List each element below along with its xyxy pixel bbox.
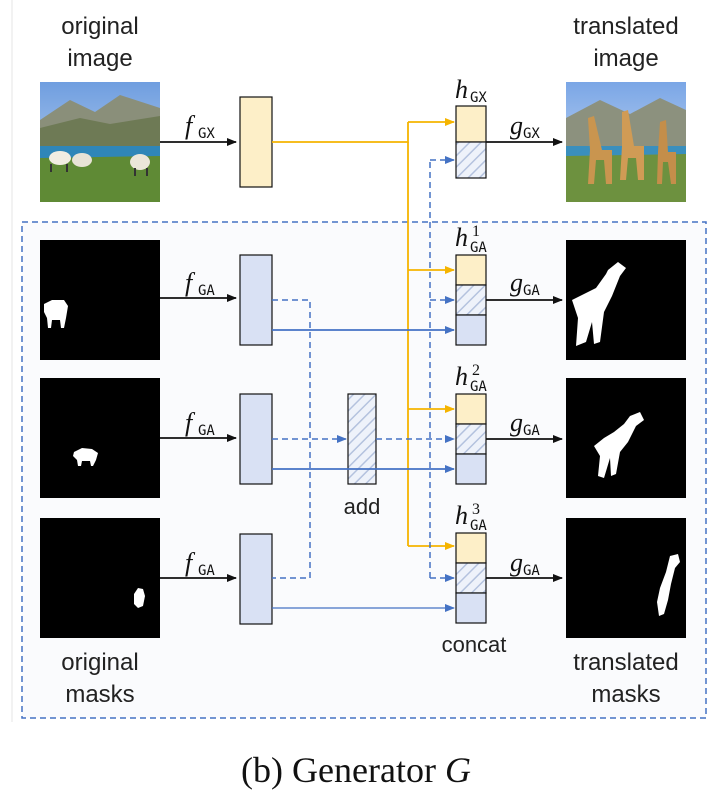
svg-text:(b) Generator G: (b) Generator G [241,750,471,790]
f-gx-label: f GX [185,111,215,142]
svg-text:GX: GX [470,90,487,106]
svg-text:f: f [185,111,196,140]
svg-text:GA: GA [470,379,487,395]
svg-text:GX: GX [523,126,540,142]
svg-text:h: h [455,223,468,252]
encoder-feature-mask-2 [239,393,273,485]
g-ga-label-1: g GA [510,268,540,299]
h-ga3-stack [455,532,487,624]
svg-text:GA: GA [523,283,540,299]
svg-text:GA: GA [198,423,215,439]
original-mask-1 [40,240,160,360]
svg-text:g: g [510,111,523,140]
h-ga2-label: h 2 GA [455,362,487,395]
svg-text:GA: GA [470,240,487,256]
svg-text:2: 2 [472,362,480,379]
svg-text:GA: GA [523,563,540,579]
original-image-label-line2: image [67,45,132,72]
original-mask-2 [40,378,160,498]
original-mask-3 [40,518,160,638]
encoder-feature-image [239,96,273,188]
svg-text:h: h [455,75,468,104]
svg-text:GA: GA [198,283,215,299]
svg-text:h: h [455,362,468,391]
f-ga-label-2: f GA [185,408,215,439]
translated-masks-label-line2: masks [591,681,660,708]
original-masks-label-line2: masks [65,681,134,708]
h-ga1-stack [455,254,487,346]
add-label: add [344,494,381,519]
svg-text:f: f [185,268,196,297]
translated-image-thumbnail [566,82,686,202]
translated-mask-3 [566,518,686,638]
g-gx-label: g GX [510,111,540,142]
blue-solid-lines [272,326,455,612]
original-image-label-line1: original [61,13,138,40]
svg-text:f: f [185,408,196,437]
original-image-thumbnail [40,82,160,202]
encoder-feature-mask-3 [239,533,273,625]
g-ga-label-2: g GA [510,408,540,439]
concat-label: concat [442,632,507,657]
h-ga3-label: h 3 GA [455,501,487,534]
svg-text:GX: GX [198,126,215,142]
svg-text:f: f [185,548,196,577]
svg-text:3: 3 [472,501,480,518]
translated-masks-label-line1: translated [573,649,678,676]
yellow-image-feature-lines [272,118,455,550]
encoder-feature-mask-1 [239,254,273,346]
g-ga-label-3: g GA [510,548,540,579]
figure-caption: (b) Generator G [241,750,471,790]
svg-text:g: g [510,548,523,577]
translated-mask-2 [566,378,686,498]
translated-image-label-line1: translated [573,13,678,40]
add-block [347,393,377,485]
h-ga2-stack [455,393,487,485]
translated-image-label-line2: image [593,45,658,72]
svg-text:GA: GA [523,423,540,439]
h-ga1-label: h 1 GA [455,223,487,256]
svg-text:h: h [455,501,468,530]
svg-text:1: 1 [472,223,480,240]
caption-text: (b) Generator [241,750,445,790]
svg-text:GA: GA [470,518,487,534]
translated-mask-1 [566,240,686,360]
f-ga-label-3: f GA [185,548,215,579]
svg-text:g: g [510,408,523,437]
blue-dashed-lines [272,156,455,582]
h-gx-label: h GX [455,75,487,106]
svg-text:GA: GA [198,563,215,579]
svg-text:g: g [510,268,523,297]
original-masks-label-line1: original [61,649,138,676]
caption-symbol: G [445,750,471,790]
h-gx-stack [455,105,487,179]
f-ga-label-1: f GA [185,268,215,299]
